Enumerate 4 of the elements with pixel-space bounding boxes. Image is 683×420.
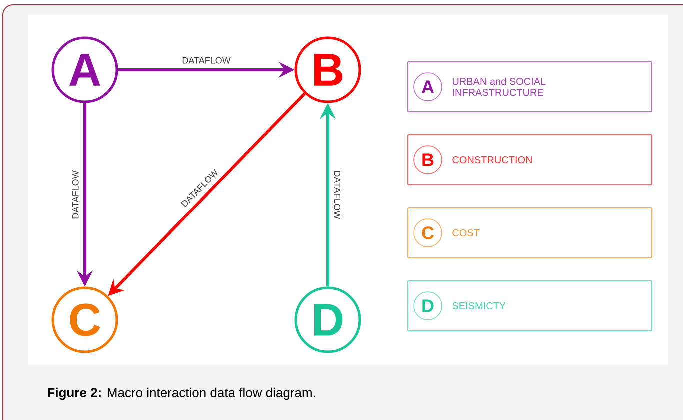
edge-label: DATAFLOW <box>182 57 231 64</box>
caption: Figure 2: Macro interaction data flow diagram. <box>48 388 316 400</box>
edge-label: DATAFLOW <box>72 170 79 219</box>
edge-label: DATAFLOW <box>334 171 341 220</box>
